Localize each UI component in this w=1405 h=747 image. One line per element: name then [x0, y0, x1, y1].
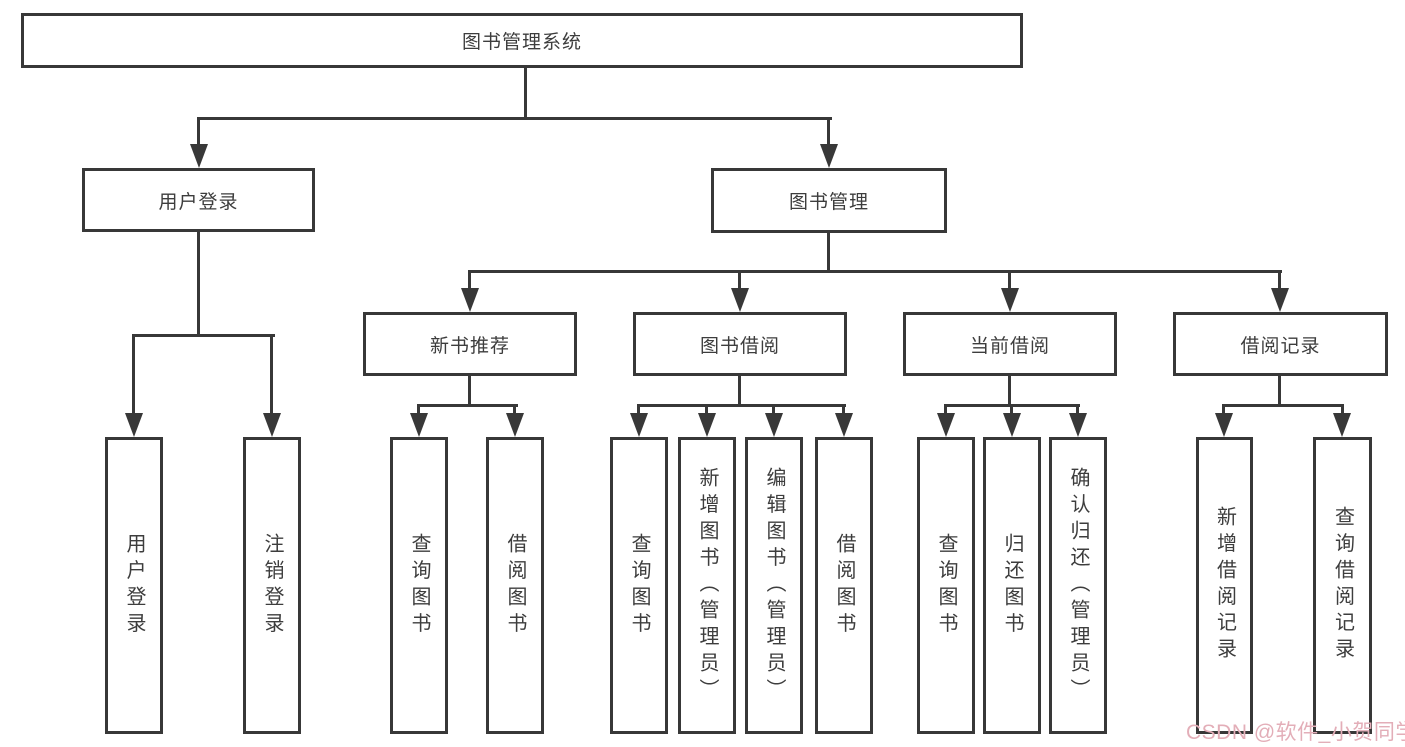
node-query-borrow-record: 查询借阅记录	[1313, 437, 1372, 734]
arrow-down-icon	[506, 413, 524, 437]
arrow-down-icon	[125, 413, 143, 437]
arrow-down-icon	[731, 288, 749, 312]
arrow-down-icon	[1333, 413, 1351, 437]
connector-line	[197, 232, 200, 336]
connector-line	[132, 334, 135, 416]
node-add-borrow-record-label: 新增借阅记录	[1213, 506, 1236, 665]
node-borrow-records-label: 借阅记录	[1240, 335, 1321, 357]
connector-line	[1341, 404, 1344, 416]
node-add-borrow-record: 新增借阅记录	[1196, 437, 1253, 734]
node-book-borrow-label: 图书借阅	[699, 335, 780, 357]
arrow-down-icon	[1003, 413, 1021, 437]
node-book-management-label: 图书管理	[788, 192, 869, 213]
node-edit-book-admin: 编辑图书（管理员）	[745, 437, 803, 734]
watermark: CSDN @软件_小贺同学	[1186, 721, 1405, 744]
node-return-books: 归还图书	[983, 437, 1041, 734]
node-book-borrow: 图书借阅	[633, 312, 847, 376]
node-book-management: 图书管理	[711, 168, 947, 233]
arrow-down-icon	[1271, 288, 1289, 312]
node-add-book-admin-label: 新增图书（管理员）	[696, 466, 718, 705]
arrow-down-icon	[410, 413, 428, 437]
node-confirm-return-admin: 确认归还（管理员）	[1049, 437, 1107, 734]
node-root-label: 图书管理系统	[461, 32, 582, 53]
arrow-down-icon	[937, 413, 955, 437]
arrow-down-icon	[820, 144, 838, 168]
connector-line	[637, 404, 640, 416]
connector-line	[417, 404, 420, 416]
node-current-borrow: 当前借阅	[903, 312, 1117, 376]
connector-line	[1222, 404, 1225, 416]
arrow-down-icon	[630, 413, 648, 437]
node-logout-label: 注销登录	[261, 532, 283, 639]
node-user-login-leaf-label: 用户登录	[123, 532, 145, 639]
node-query-books-recommend-label: 查询图书	[408, 532, 430, 639]
connector-line	[637, 404, 846, 407]
node-borrow-books-recommend: 借阅图书	[486, 437, 544, 734]
node-root: 图书管理系统	[21, 13, 1023, 68]
node-edit-book-admin-label: 编辑图书（管理员）	[763, 466, 785, 705]
connector-line	[1008, 270, 1011, 291]
connector-line	[197, 117, 200, 148]
node-query-books-current-label: 查询图书	[935, 532, 957, 639]
arrow-down-icon	[461, 288, 479, 312]
arrow-down-icon	[190, 144, 208, 168]
connector-line	[1222, 404, 1344, 407]
node-return-books-label: 归还图书	[1001, 532, 1023, 639]
node-query-borrow-record-label: 查询借阅记录	[1331, 506, 1354, 665]
connector-line	[270, 334, 273, 416]
node-borrow-books-leaf: 借阅图书	[815, 437, 873, 734]
node-logout: 注销登录	[243, 437, 301, 734]
connector-line	[1076, 404, 1079, 416]
node-user-login-leaf: 用户登录	[105, 437, 163, 734]
connector-line	[468, 270, 1282, 273]
connector-line	[1278, 376, 1281, 407]
connector-line	[1008, 376, 1011, 407]
connector-line	[132, 334, 275, 337]
node-query-books-recommend: 查询图书	[390, 437, 448, 734]
node-query-books-current: 查询图书	[917, 437, 975, 734]
node-borrow-records: 借阅记录	[1173, 312, 1388, 376]
connector-line	[417, 404, 518, 407]
node-new-book-recommend: 新书推荐	[363, 312, 577, 376]
arrow-down-icon	[698, 413, 716, 437]
arrow-down-icon	[1215, 413, 1233, 437]
node-query-books-borrow: 查询图书	[610, 437, 668, 734]
node-borrow-books-leaf-label: 借阅图书	[833, 532, 855, 639]
connector-line	[738, 376, 741, 407]
connector-line	[944, 404, 947, 416]
node-user-login: 用户登录	[82, 168, 315, 232]
node-user-login-label: 用户登录	[158, 191, 239, 213]
node-new-book-recommend-label: 新书推荐	[429, 335, 510, 357]
node-confirm-return-admin-label: 确认归还（管理员）	[1067, 466, 1089, 705]
arrow-down-icon	[835, 413, 853, 437]
connector-line	[772, 404, 775, 416]
connector-line	[524, 68, 527, 119]
connector-line	[842, 404, 845, 416]
arrow-down-icon	[1001, 288, 1019, 312]
arrow-down-icon	[263, 413, 281, 437]
connector-line	[738, 270, 741, 291]
connector-line	[1010, 404, 1013, 416]
node-current-borrow-label: 当前借阅	[969, 335, 1050, 357]
arrow-down-icon	[765, 413, 783, 437]
connector-line	[1278, 270, 1281, 291]
arrow-down-icon	[1069, 413, 1087, 437]
connector-line	[468, 270, 471, 291]
node-query-books-borrow-label: 查询图书	[628, 532, 650, 639]
connector-line	[197, 117, 832, 120]
connector-line	[705, 404, 708, 416]
node-borrow-books-recommend-label: 借阅图书	[504, 532, 526, 639]
connector-line	[513, 404, 516, 416]
connector-line	[827, 117, 830, 148]
connector-line	[468, 376, 471, 407]
connector-line	[827, 233, 830, 272]
node-add-book-admin: 新增图书（管理员）	[678, 437, 736, 734]
